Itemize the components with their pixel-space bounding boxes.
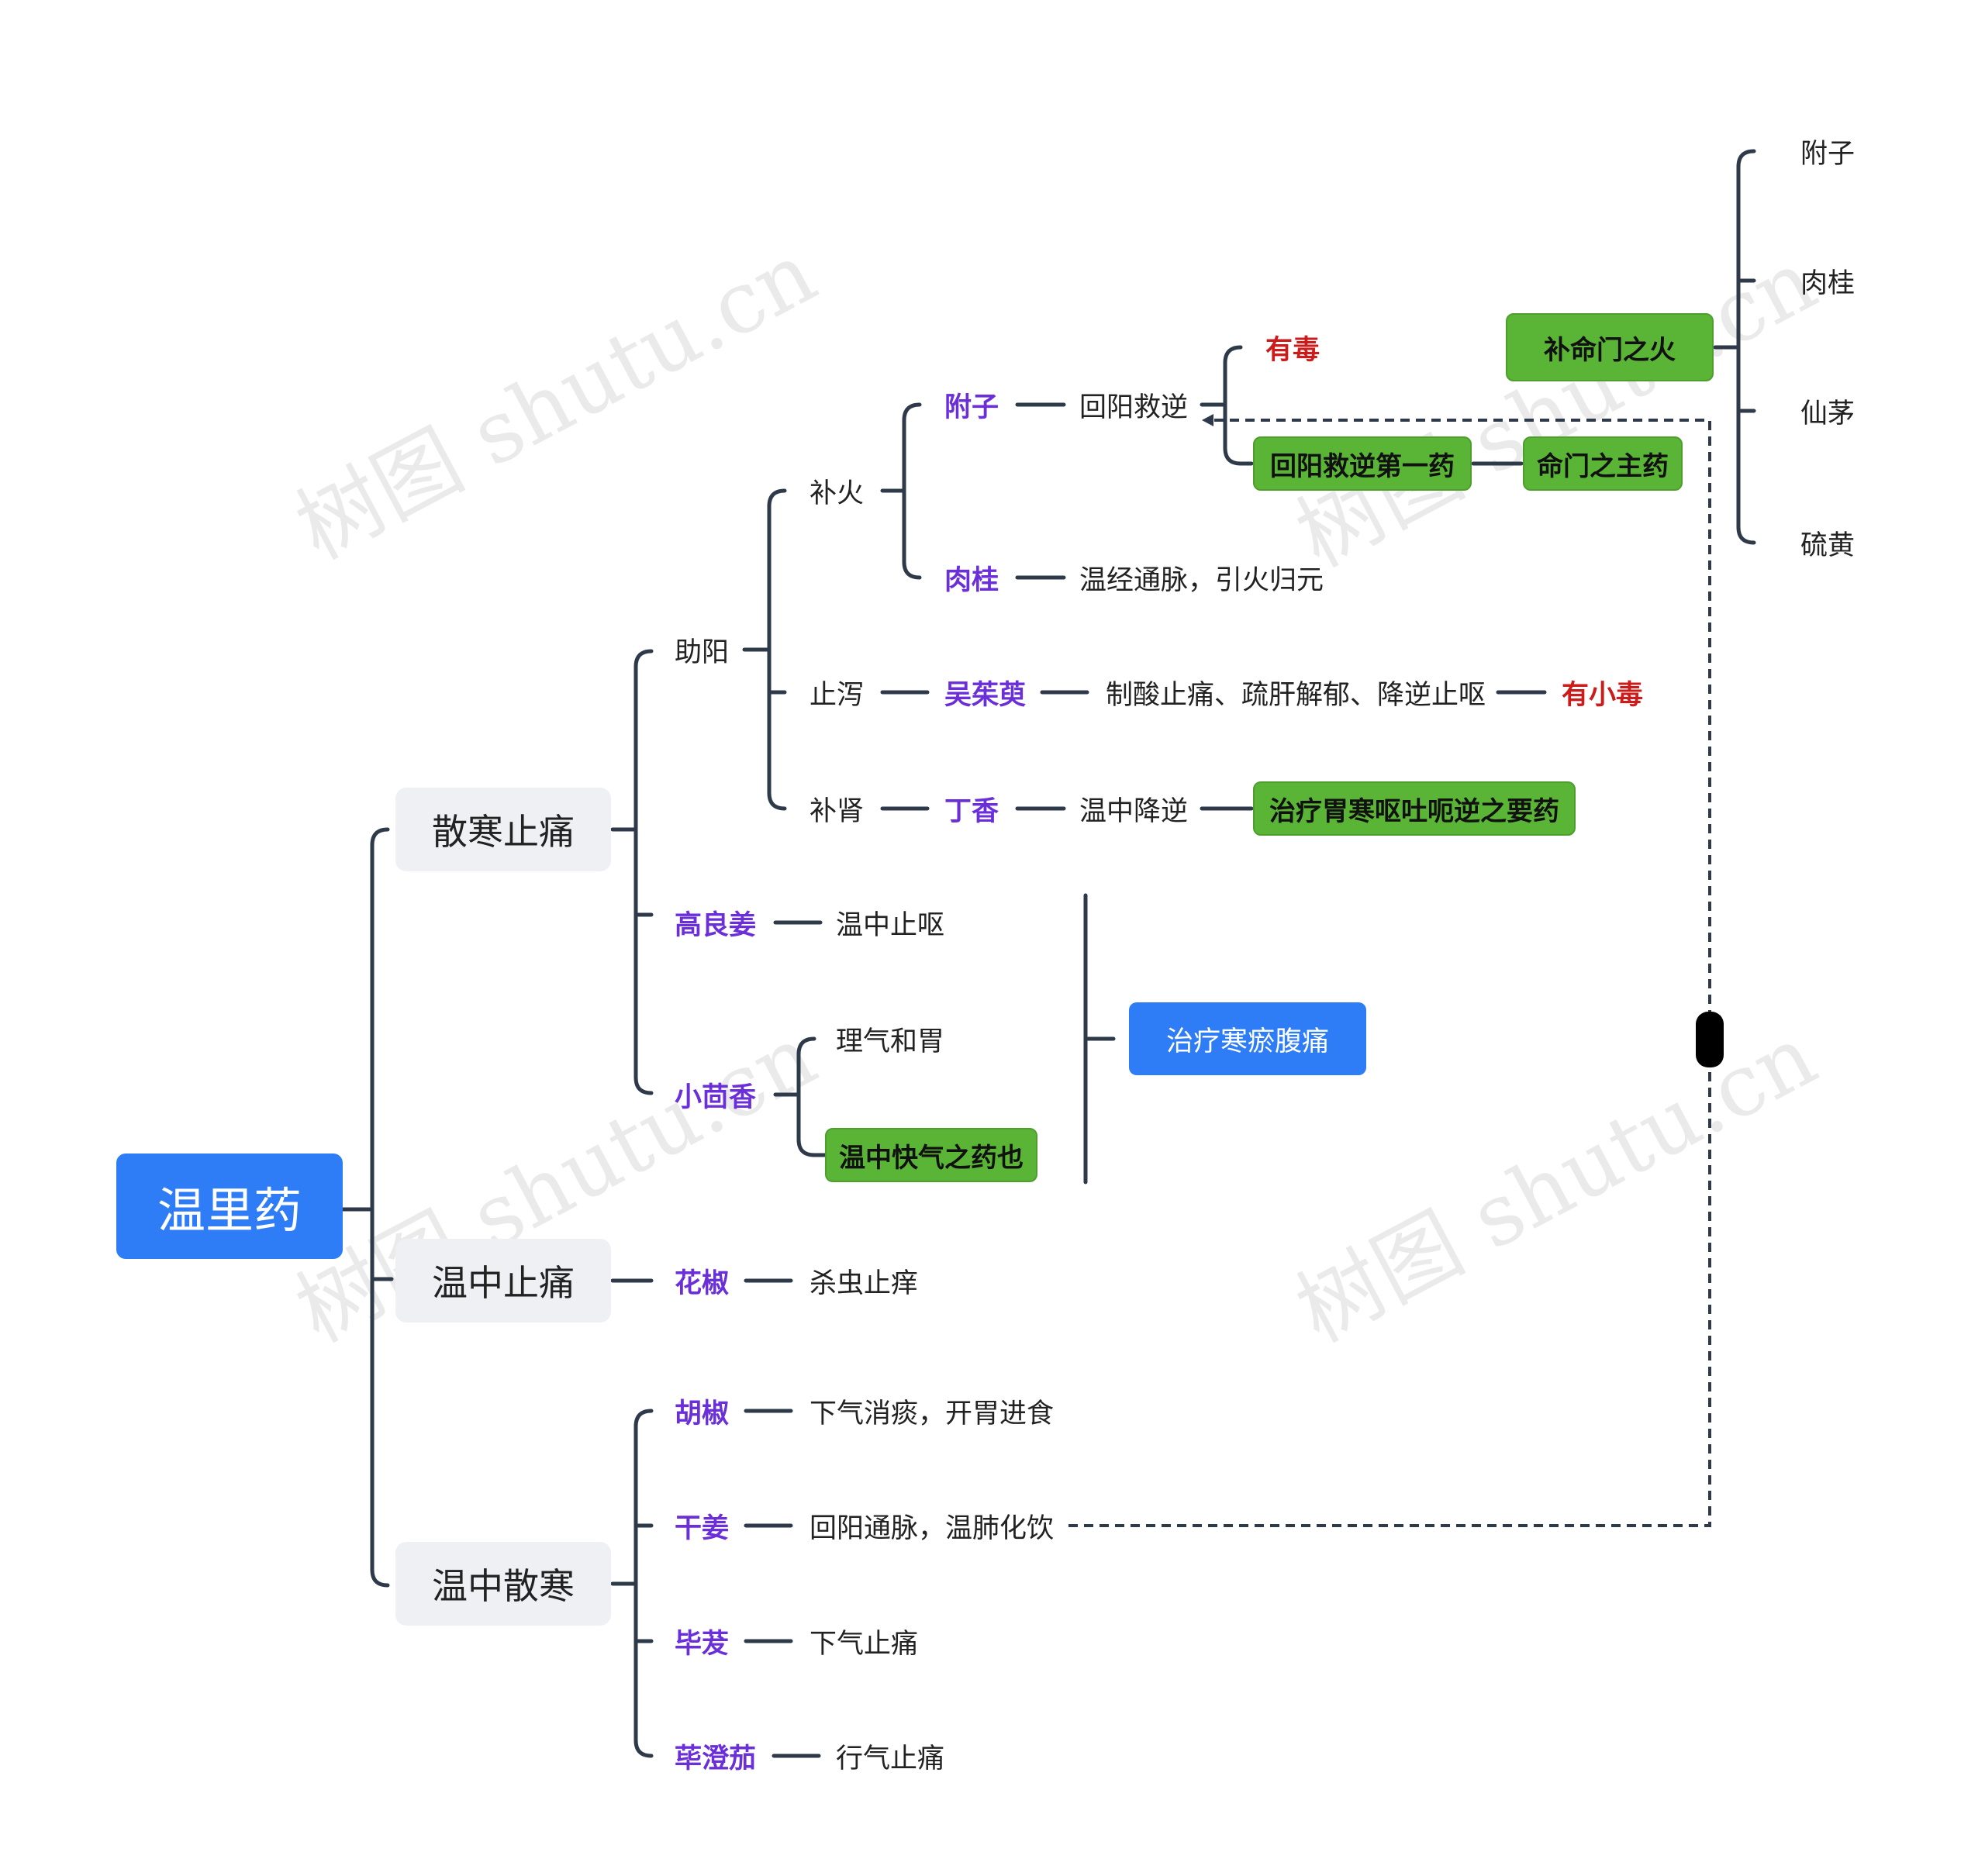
root-node[interactable]: 温里药 <box>116 1154 343 1259</box>
effect-wuzhuyu[interactable]: 制酸止痛、疏肝解郁、降逆止呕 <box>1106 679 1486 711</box>
summary-hanyu-futong[interactable]: 治疗寒瘀腹痛 <box>1129 1002 1366 1075</box>
effect-hujiao[interactable]: 下气消痰，开胃进食 <box>810 1398 1055 1429</box>
herb-gaoliangjiang[interactable]: 高良姜 <box>675 909 757 941</box>
effect-huajiao[interactable]: 杀虫止痒 <box>810 1267 919 1299</box>
herb-wuzhuyu[interactable]: 吴茱萸 <box>944 679 1027 711</box>
branch-wenzhong-sanhan[interactable]: 温中散寒 <box>395 1542 611 1626</box>
herb-biba[interactable]: 毕茇 <box>675 1628 730 1660</box>
effect-dingxiang[interactable]: 温中降逆 <box>1079 795 1189 827</box>
effect-biba[interactable]: 下气止痛 <box>810 1628 919 1660</box>
herb-fuzi[interactable]: 附子 <box>944 391 999 423</box>
effect-bichengqie[interactable]: 行气止痛 <box>836 1743 945 1774</box>
mingmen-item[interactable]: 肉桂 <box>1800 267 1856 299</box>
connector <box>370 827 390 1588</box>
relationship-handle <box>1696 1012 1724 1067</box>
toxic-label[interactable]: 有小毒 <box>1562 679 1644 711</box>
connector <box>1223 345 1243 466</box>
connector <box>767 488 787 811</box>
branch-sanhan-zhitong[interactable]: 散寒止痛 <box>395 788 611 871</box>
connector <box>796 1036 816 1157</box>
arrow-head-icon <box>1202 414 1213 426</box>
effect-rougui[interactable]: 温经通脉，引火归元 <box>1079 564 1324 596</box>
note-dingxiang[interactable]: 治疗胃寒呕吐呃逆之要药 <box>1253 781 1576 836</box>
herb-rougui[interactable]: 肉桂 <box>944 564 999 596</box>
note-xiaohuixiang[interactable]: 温中快气之药也 <box>825 1128 1037 1182</box>
connector <box>902 402 922 580</box>
connector <box>633 649 654 1095</box>
herb-dingxiang[interactable]: 丁香 <box>944 795 999 827</box>
mingmen-item[interactable]: 仙茅 <box>1800 398 1856 429</box>
effect-xiaohuixiang[interactable]: 理气和胃 <box>836 1026 945 1057</box>
herb-xiaohuixiang[interactable]: 小茴香 <box>675 1081 757 1113</box>
mingmen-item[interactable]: 硫黄 <box>1800 529 1856 561</box>
note-bu-mingmen[interactable]: 补命门之火 <box>1506 313 1714 381</box>
relationship-line <box>1068 419 1711 1527</box>
node-buhuo[interactable]: 补火 <box>810 478 865 509</box>
note-huiyang-first[interactable]: 回阳救逆第一药 <box>1253 436 1472 491</box>
mingmen-item[interactable]: 附子 <box>1800 138 1856 170</box>
effect-gaoliangjiang[interactable]: 温中止呕 <box>836 909 945 941</box>
node-bushen[interactable]: 补肾 <box>810 795 865 827</box>
toxic-label[interactable]: 有毒 <box>1265 334 1320 366</box>
node-zhuyang[interactable]: 助阳 <box>675 636 730 668</box>
node-zhixie[interactable]: 止泻 <box>810 679 865 711</box>
herb-ganjiang[interactable]: 干姜 <box>675 1512 730 1544</box>
effect-huiyang-jiuni[interactable]: 回阳救逆 <box>1079 391 1189 423</box>
branch-wenzhong-zhitong[interactable]: 温中止痛 <box>395 1239 611 1323</box>
connector <box>1736 149 1756 545</box>
effect-ganjiang[interactable]: 回阳通脉，温肺化饮 <box>810 1512 1055 1544</box>
herb-hujiao[interactable]: 胡椒 <box>675 1398 730 1429</box>
herb-huajiao[interactable]: 花椒 <box>675 1267 730 1299</box>
note-mingmen-main[interactable]: 命门之主药 <box>1523 436 1683 491</box>
herb-bichengqie[interactable]: 荜澄茄 <box>675 1743 757 1774</box>
connector <box>633 1409 654 1758</box>
